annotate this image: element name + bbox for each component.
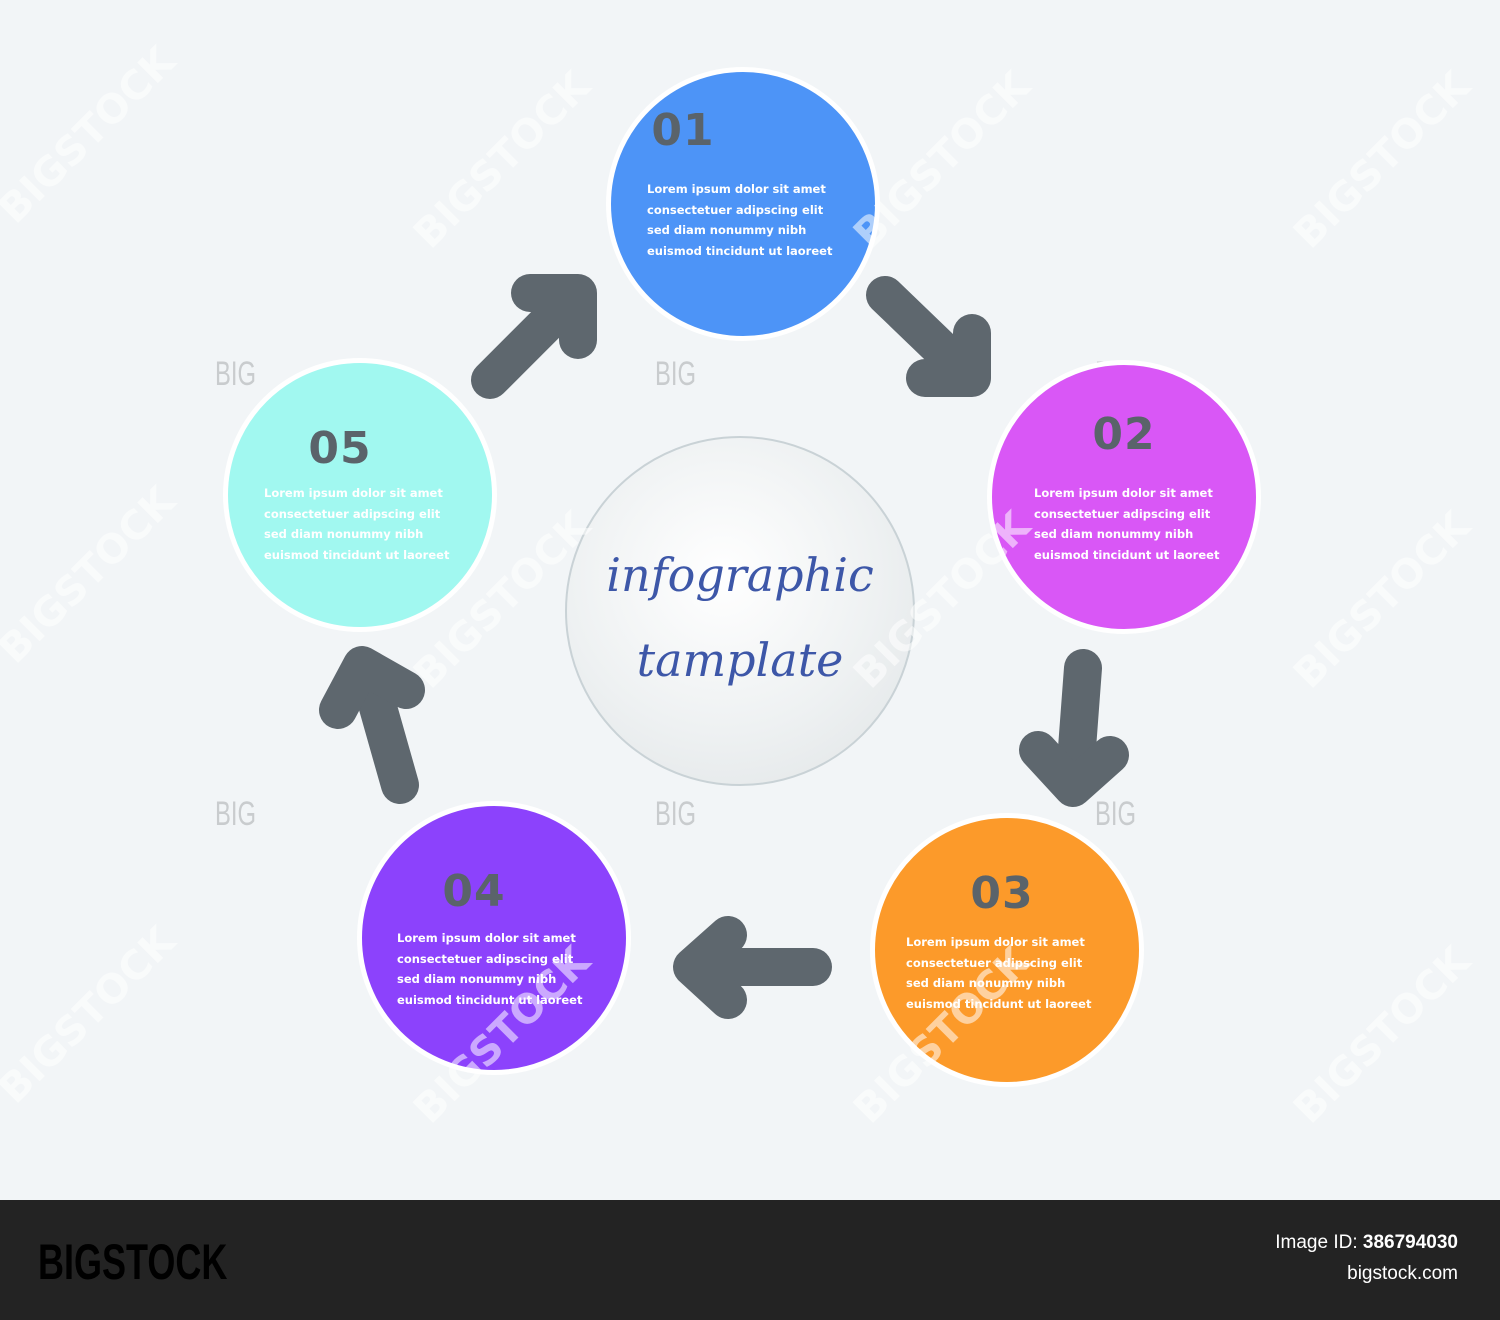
step-02-circle: 02 Lorem ipsum dolor sit amet consectetu… [987, 360, 1261, 634]
step-number: 02 [1092, 409, 1156, 460]
arrow-03-to-04-head [673, 916, 747, 1019]
center-title-line-2: tamplate [636, 633, 844, 687]
step-description: Lorem ipsum dolor sit amet consectetuer … [1034, 486, 1220, 562]
step-number: 04 [442, 866, 506, 917]
center-title-circle: infographic tamplate [565, 436, 915, 786]
arrow-01-to-02 [319, 274, 1129, 1019]
step-number: 05 [308, 423, 372, 474]
watermark-big: BIG [655, 355, 697, 393]
arrow-02-to-03-head [1019, 731, 1129, 807]
step-04-circle: 04 Lorem ipsum dolor sit amet consectetu… [357, 801, 631, 1075]
site-url: bigstock.com [1347, 1263, 1458, 1284]
arrow-02-to-03-shaft [1056, 649, 1102, 794]
watermark-big: BIG [655, 795, 697, 833]
footer-bar: BIGSTOCK Image ID: 386794030 bigstock.co… [0, 1200, 1500, 1320]
step-03-circle: 03 Lorem ipsum dolor sit amet consectetu… [870, 813, 1144, 1087]
step-description: Lorem ipsum dolor sit amet consectetuer … [264, 486, 450, 562]
arrow-05-to-01-head [511, 274, 597, 359]
step-05-circle: 05 Lorem ipsum dolor sit amet consectetu… [223, 358, 497, 632]
step-number: 01 [651, 105, 715, 156]
bigstock-logo: BIGSTOCK [38, 1234, 228, 1290]
image-id-label: Image ID: [1275, 1232, 1363, 1253]
step-description: Lorem ipsum dolor sit amet consectetuer … [647, 182, 833, 258]
watermark-big: BIG [215, 355, 257, 393]
arrow-04-to-05-head [319, 646, 425, 729]
arrow-01-to-02-head [906, 314, 991, 397]
step-01-circle: 01 Lorem ipsum dolor sit amet consectetu… [606, 67, 880, 341]
cycle-diagram: BIG BIG BIG BIG BIG BIG 01 Lorem ipsum d… [215, 67, 1261, 1087]
image-id: Image ID: 386794030 [1275, 1232, 1458, 1254]
image-id-value: 386794030 [1362, 1232, 1458, 1253]
step-description: Lorem ipsum dolor sit amet consectetuer … [397, 931, 583, 1007]
step-description: Lorem ipsum dolor sit amet consectetuer … [906, 935, 1092, 1011]
watermark-big: BIG [215, 795, 257, 833]
center-title-line-1: infographic [606, 548, 874, 602]
watermark-big: BIG [1095, 795, 1137, 833]
step-number: 03 [970, 868, 1034, 919]
